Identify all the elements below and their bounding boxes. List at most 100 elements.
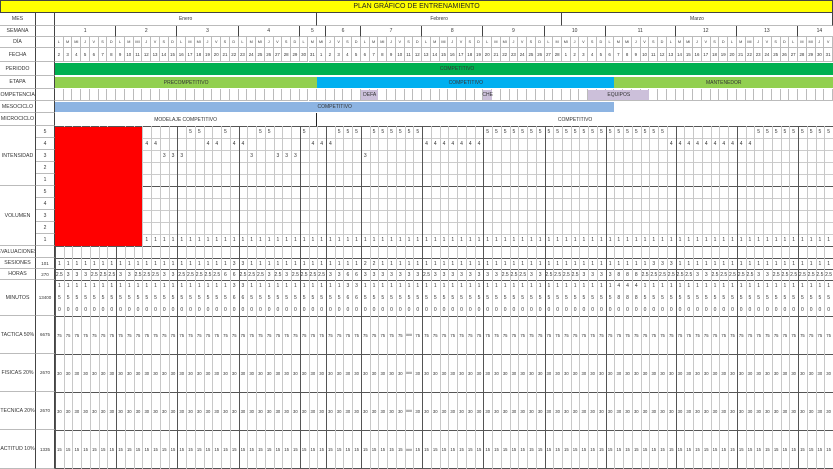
horas-value[interactable]: 2.5 bbox=[152, 271, 159, 278]
intensidad-value[interactable]: 5 bbox=[661, 129, 664, 135]
volumen-value[interactable]: 1 bbox=[827, 237, 830, 243]
tecnica-value[interactable]: 30 bbox=[109, 408, 115, 414]
tactica-value[interactable]: 75 bbox=[817, 332, 823, 338]
competencia-slot[interactable] bbox=[72, 89, 82, 101]
date-cell[interactable]: 10 bbox=[640, 48, 650, 62]
intensidad-value[interactable]: 4 bbox=[696, 141, 699, 147]
tecnica-value[interactable]: 30 bbox=[389, 408, 394, 414]
fisicas-value[interactable]: 30 bbox=[695, 370, 700, 376]
competencia-slot[interactable] bbox=[282, 89, 291, 101]
intensidad-value[interactable]: 5 bbox=[486, 129, 490, 135]
competencia-slot[interactable] bbox=[789, 89, 799, 101]
actitud-value[interactable]: 15 bbox=[738, 447, 744, 452]
horas-value[interactable]: 3 bbox=[66, 271, 70, 278]
date-cell[interactable]: 13 bbox=[151, 48, 160, 62]
intensidad-value[interactable]: 3 bbox=[293, 153, 297, 159]
fisicas-value[interactable]: 30 bbox=[380, 370, 386, 376]
actitud-value[interactable]: 15 bbox=[625, 447, 630, 452]
sesiones-value[interactable]: 1 bbox=[127, 260, 131, 267]
tactica-value[interactable]: 75 bbox=[205, 332, 211, 338]
intensidad-value[interactable]: 5 bbox=[783, 129, 787, 135]
date-cell[interactable]: 14 bbox=[675, 48, 685, 62]
competencia-slot[interactable] bbox=[194, 89, 204, 101]
date-cell[interactable]: 30 bbox=[815, 48, 825, 62]
tactica-value[interactable]: 75 bbox=[293, 332, 298, 338]
tactica-value[interactable]: 75 bbox=[336, 332, 342, 338]
actitud-value[interactable]: 15 bbox=[354, 447, 359, 452]
competencia-slot[interactable] bbox=[798, 89, 807, 101]
tactica-value[interactable]: 75 bbox=[188, 332, 193, 338]
tactica-value[interactable]: 75 bbox=[319, 332, 324, 338]
date-cell[interactable]: 8 bbox=[378, 48, 388, 62]
horas-value[interactable]: 2.5 bbox=[510, 271, 518, 278]
actitud-value[interactable]: 15 bbox=[223, 447, 228, 452]
actitud-value[interactable]: 15 bbox=[397, 447, 403, 452]
volumen-value[interactable]: 1 bbox=[704, 237, 708, 243]
horas-value[interactable]: 3 bbox=[162, 271, 166, 278]
tactica-value[interactable]: 75 bbox=[791, 332, 796, 338]
tactica-value[interactable]: 75 bbox=[747, 332, 753, 338]
tactica-value[interactable]: 75 bbox=[695, 332, 700, 338]
intensidad-value[interactable]: 5 bbox=[390, 129, 393, 135]
week-header[interactable]: 1 bbox=[55, 26, 117, 37]
tactica-value[interactable]: 75 bbox=[100, 332, 106, 338]
sesiones-value[interactable]: 1 bbox=[381, 260, 385, 267]
date-cell[interactable]: 3 bbox=[334, 48, 344, 62]
sesiones-value[interactable]: 3 bbox=[669, 260, 673, 267]
sesiones-value[interactable]: 1 bbox=[801, 260, 804, 267]
fisicas-value[interactable]: 30 bbox=[642, 370, 648, 376]
sesiones-value[interactable]: 1 bbox=[731, 260, 734, 267]
tecnica-value[interactable]: 30 bbox=[153, 408, 158, 414]
sesiones-value[interactable]: 1 bbox=[512, 260, 516, 267]
actitud-value[interactable]: 15 bbox=[109, 447, 115, 452]
actitud-value[interactable]: 15 bbox=[371, 447, 377, 452]
sesiones-value[interactable]: 1 bbox=[302, 260, 306, 267]
intensidad-value[interactable]: 4 bbox=[669, 141, 673, 147]
tactica-value[interactable]: 75 bbox=[441, 332, 447, 338]
actitud-value[interactable]: 15 bbox=[74, 447, 80, 452]
volumen-value[interactable]: 1 bbox=[486, 237, 490, 243]
horas-value[interactable]: 3 bbox=[451, 271, 455, 278]
tactica-value[interactable]: 75 bbox=[284, 332, 289, 338]
date-cell[interactable]: 8 bbox=[623, 48, 632, 62]
sesiones-value[interactable]: 1 bbox=[556, 260, 560, 267]
competencia-slot[interactable] bbox=[684, 89, 694, 101]
sesiones-value[interactable]: 3 bbox=[661, 260, 664, 267]
intensidad-value[interactable]: 4 bbox=[739, 141, 743, 147]
fisicas-value[interactable]: 30 bbox=[529, 370, 534, 376]
actitud-value[interactable]: 15 bbox=[677, 447, 683, 452]
tactica-value[interactable]: 75 bbox=[328, 332, 333, 338]
horas-value[interactable]: 3 bbox=[591, 271, 594, 278]
actitud-value[interactable]: 15 bbox=[765, 447, 770, 452]
date-cell[interactable]: 15 bbox=[439, 48, 449, 62]
fisicas-value[interactable]: 30 bbox=[74, 370, 80, 376]
tecnica-value[interactable]: 30 bbox=[660, 408, 665, 414]
actitud-value[interactable]: 15 bbox=[633, 447, 639, 452]
sesiones-value[interactable]: 1 bbox=[547, 260, 551, 267]
competencia-slot[interactable] bbox=[649, 89, 659, 101]
sesiones-value[interactable]: 1 bbox=[722, 260, 726, 267]
tactica-value[interactable]: 75 bbox=[415, 332, 421, 338]
sesiones-value[interactable]: 1 bbox=[293, 260, 297, 267]
volumen-value[interactable]: 1 bbox=[320, 237, 323, 243]
competencia-slot[interactable] bbox=[701, 89, 711, 101]
competencia-slot[interactable] bbox=[527, 89, 536, 101]
date-cell[interactable]: 11 bbox=[404, 48, 414, 62]
intensidad-value[interactable]: 4 bbox=[722, 141, 726, 147]
fisicas-value[interactable]: 30 bbox=[633, 370, 639, 376]
fisicas-value[interactable]: 30 bbox=[371, 370, 377, 376]
date-cell[interactable]: 31 bbox=[824, 48, 833, 62]
volumen-value[interactable]: 1 bbox=[652, 237, 656, 243]
tecnica-value[interactable]: 30 bbox=[266, 408, 272, 414]
month-header[interactable]: Enero bbox=[55, 13, 318, 26]
